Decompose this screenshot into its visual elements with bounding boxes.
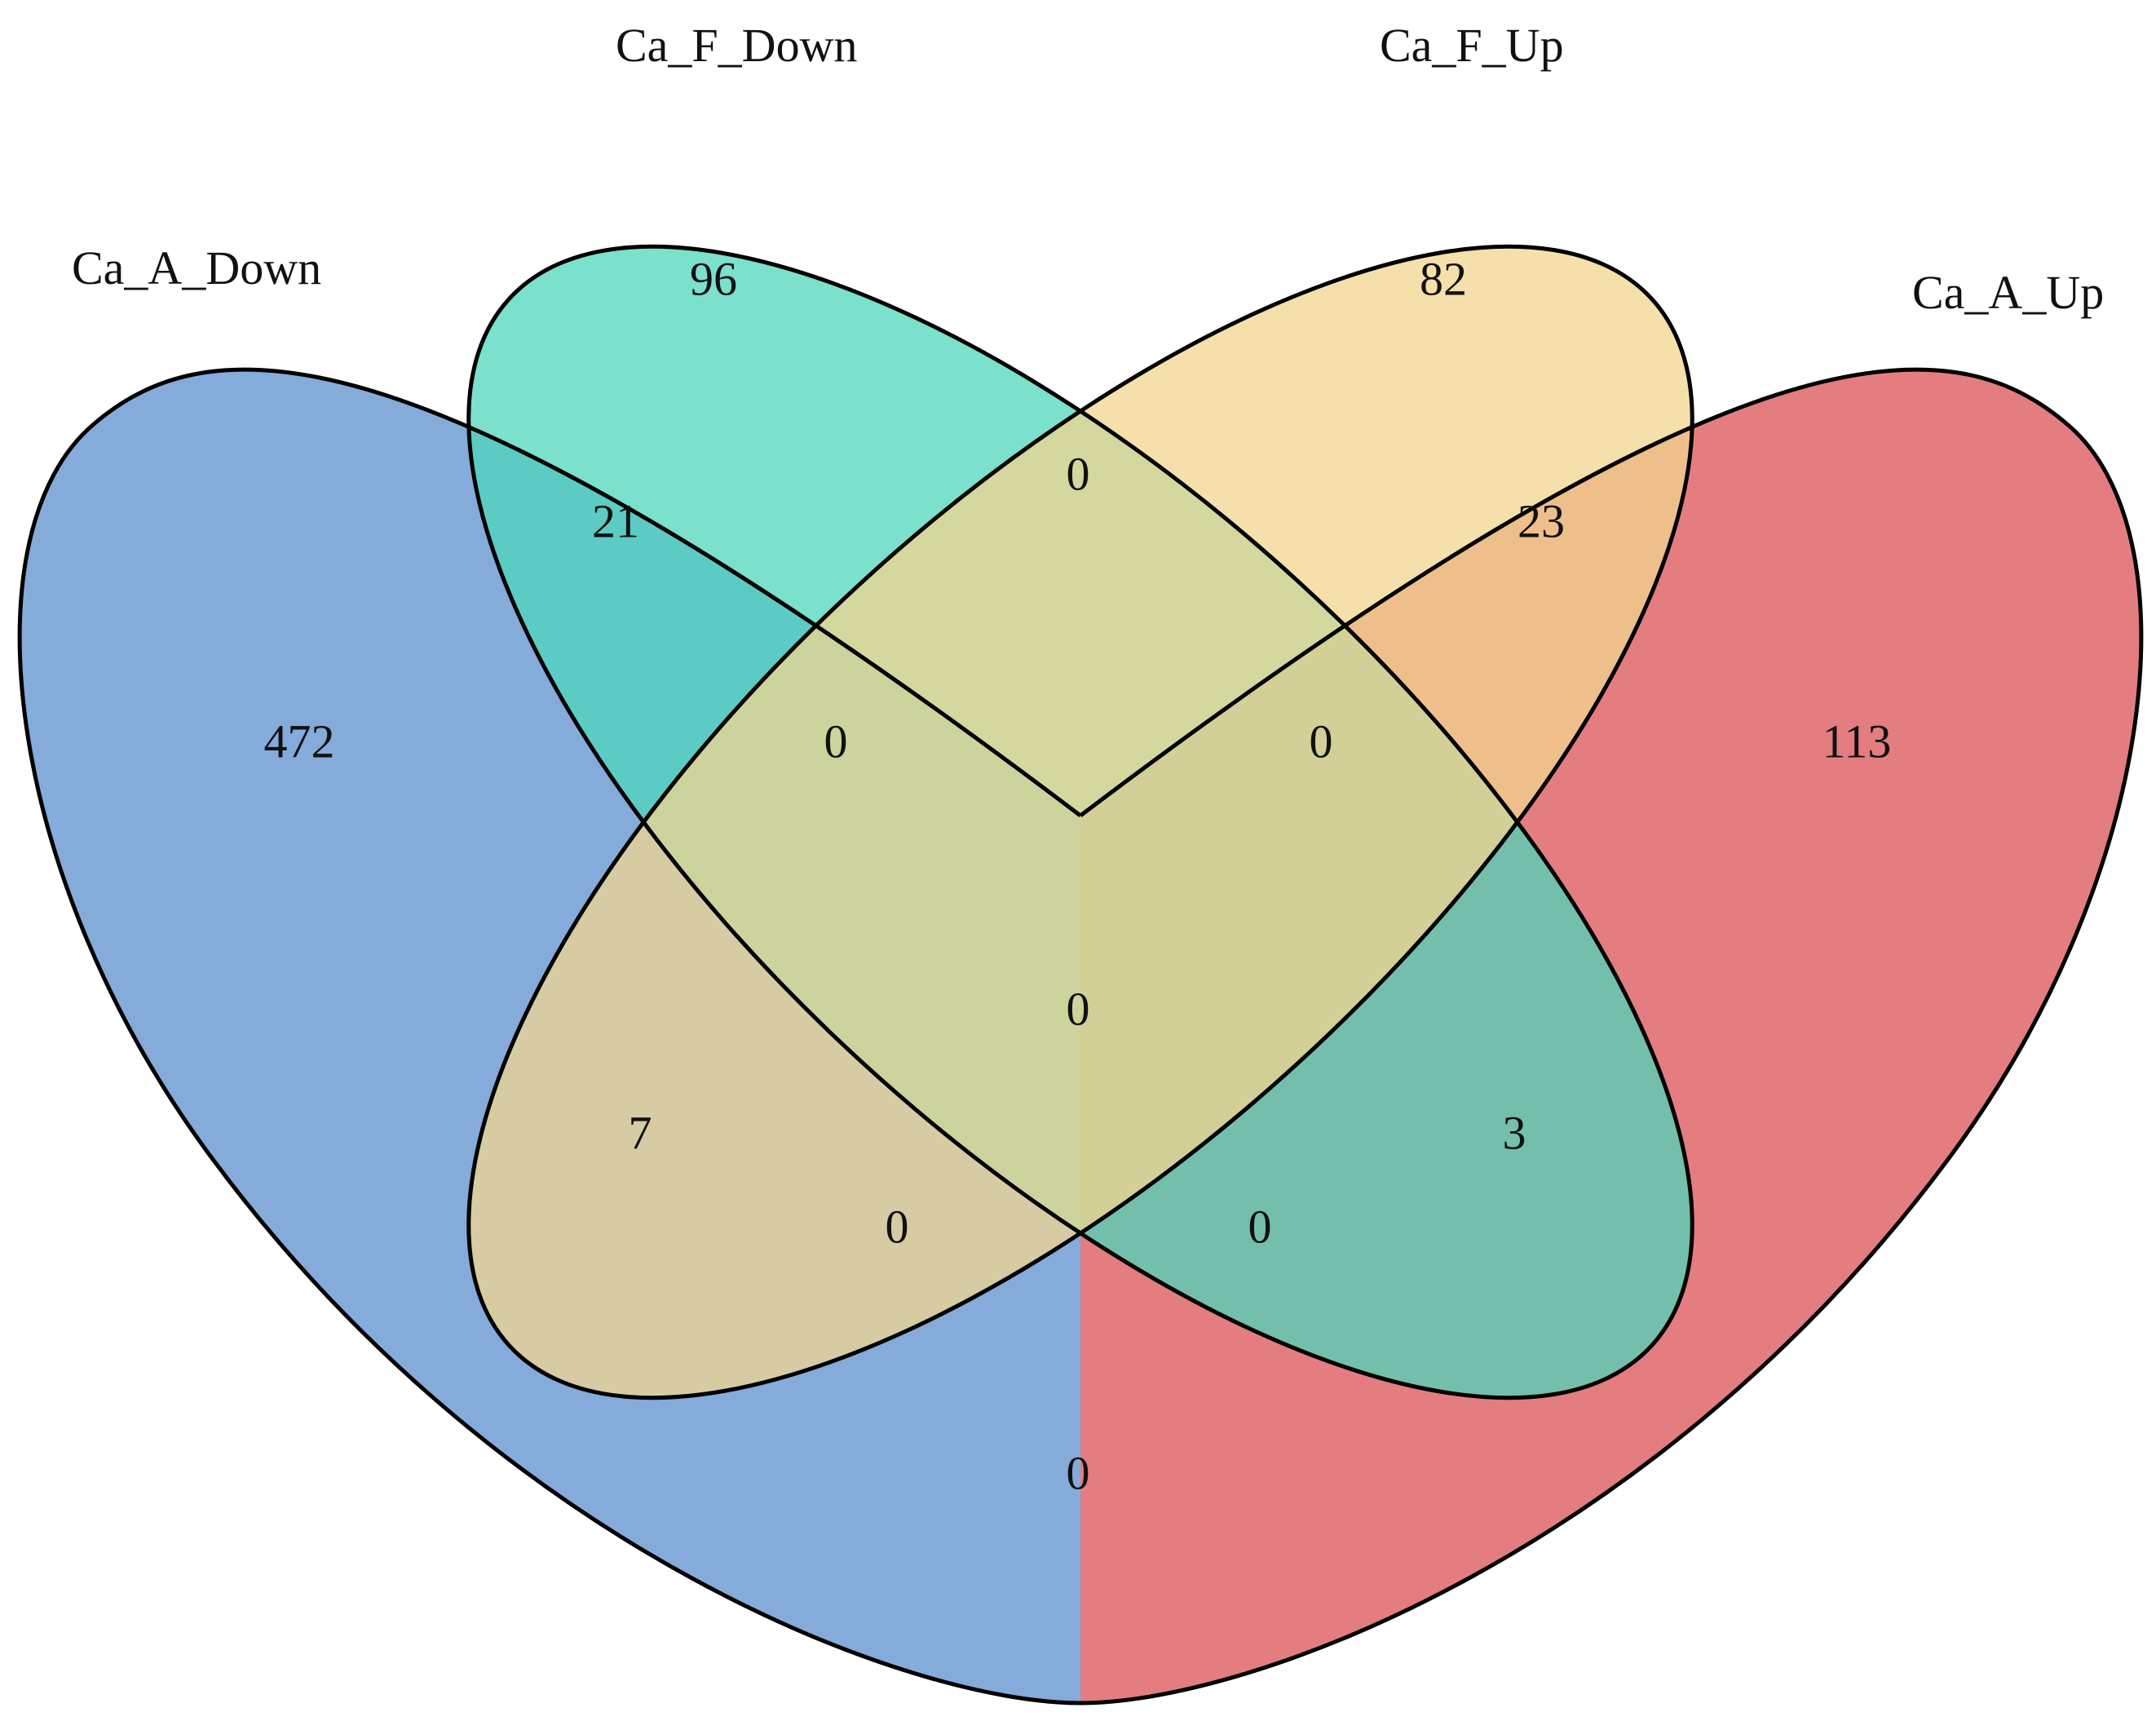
count-a-down-f-up: 7 (629, 1106, 652, 1159)
count-a-up-only: 113 (1822, 715, 1892, 768)
count-a-down-f-up-a-up: 0 (886, 1200, 909, 1253)
count-f-up-only: 82 (1420, 252, 1467, 305)
count-f-down-f-up: 0 (1067, 447, 1090, 500)
region-counts: 472 96 82 113 21 0 23 0 0 0 7 3 0 0 0 (264, 252, 1892, 1499)
count-f-down-f-up-a-up: 0 (1310, 715, 1333, 768)
count-f-down-only: 96 (690, 252, 737, 305)
set-a-up-outline (1079, 367, 2144, 1706)
count-all-four: 0 (1067, 982, 1090, 1035)
count-a-down-only: 472 (264, 715, 335, 768)
count-a-down-f-down: 21 (592, 494, 639, 547)
set-fills (20, 246, 2141, 1704)
set-outlines (17, 244, 2144, 1706)
set-label-f-up: Ca_F_Up (1380, 19, 1564, 72)
set-f-down-outline (466, 244, 1694, 1400)
set-label-f-down: Ca_F_Down (616, 19, 857, 72)
count-f-up-a-up: 23 (1518, 494, 1565, 547)
set-label-a-down: Ca_A_Down (72, 241, 321, 294)
set-labels: Ca_A_Down Ca_F_Down Ca_F_Up Ca_A_Up (72, 19, 2104, 319)
set-f-up-outline (466, 244, 1694, 1400)
count-a-down-f-down-a-up: 0 (1248, 1200, 1272, 1253)
count-a-down-f-down-f-up: 0 (824, 715, 848, 768)
set-f-up-shape (468, 246, 1693, 1398)
set-label-a-up: Ca_A_Up (1912, 266, 2104, 319)
count-f-down-a-up: 3 (1503, 1106, 1526, 1159)
set-a-down-outline (17, 367, 1082, 1706)
count-a-down-a-up: 0 (1067, 1446, 1090, 1499)
